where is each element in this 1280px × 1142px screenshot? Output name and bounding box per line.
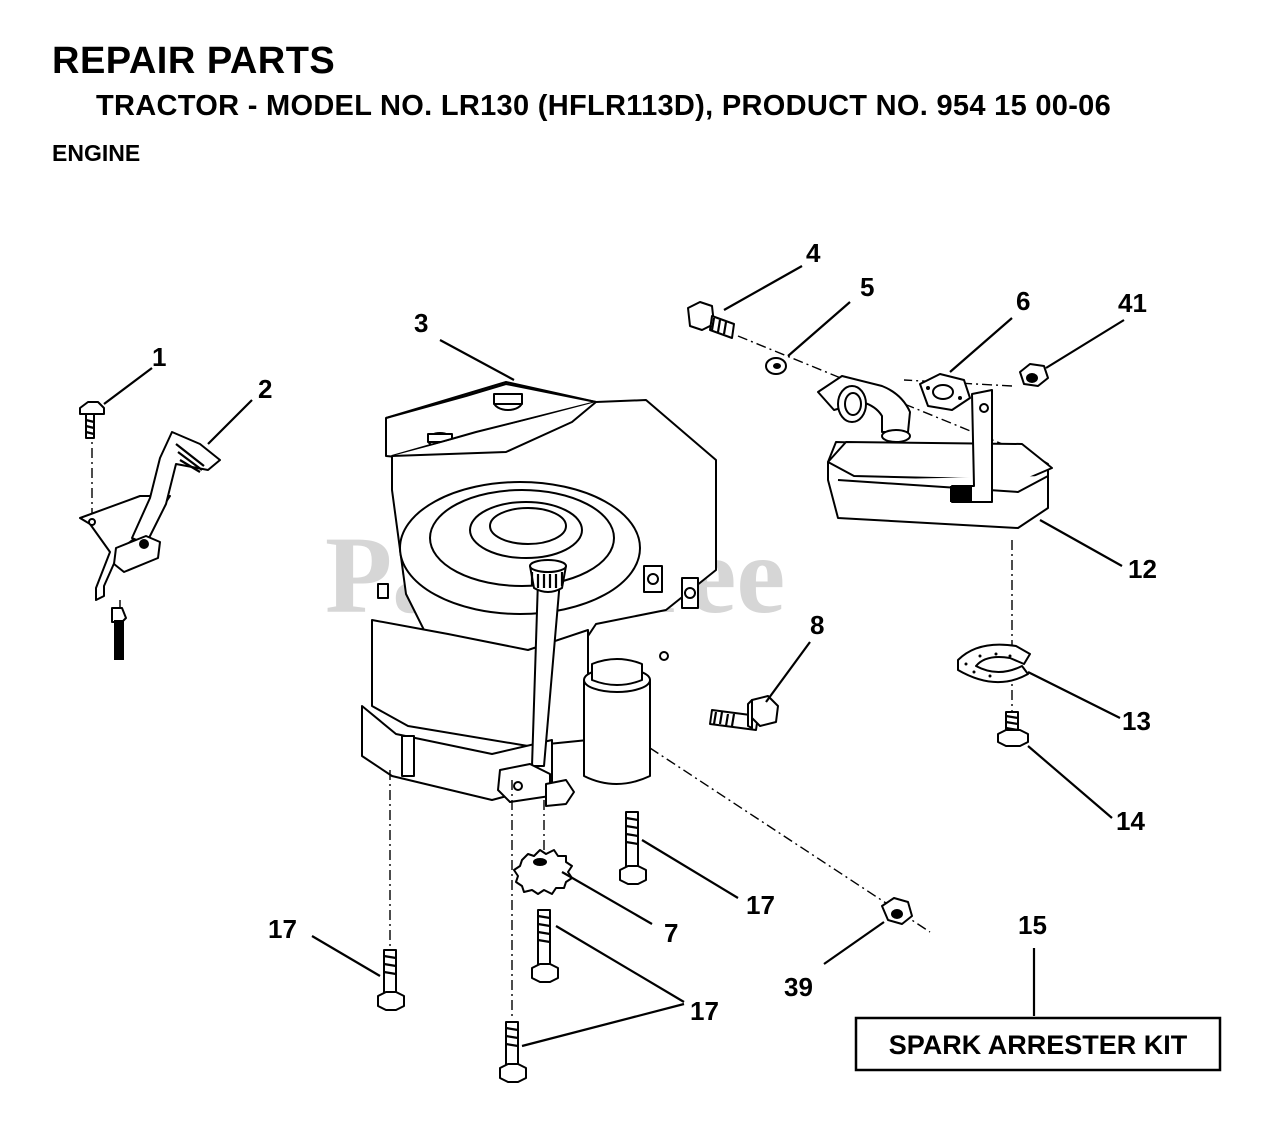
model-subtitle: TRACTOR - MODEL NO. LR130 (HFLR113D), PR… bbox=[96, 90, 1112, 122]
callout-17-bottom[interactable]: 17 bbox=[690, 996, 719, 1026]
section-label: ENGINE bbox=[52, 140, 141, 166]
engine-mount-bolts bbox=[377, 770, 647, 1083]
throttle-control-assembly bbox=[79, 401, 221, 660]
lock-washer-7 bbox=[513, 849, 573, 895]
callout-13[interactable]: 13 bbox=[1122, 706, 1151, 736]
callout-41[interactable]: 41 bbox=[1118, 288, 1147, 318]
callout-14[interactable]: 14 bbox=[1116, 806, 1145, 836]
callout-39[interactable]: 39 bbox=[784, 972, 813, 1002]
callout-7[interactable]: 7 bbox=[664, 918, 678, 948]
callout-3[interactable]: 3 bbox=[414, 308, 428, 338]
callout-6[interactable]: 6 bbox=[1016, 286, 1030, 316]
page-title: REPAIR PARTS bbox=[52, 40, 336, 82]
callout-12[interactable]: 12 bbox=[1128, 554, 1157, 584]
callout-2[interactable]: 2 bbox=[258, 374, 272, 404]
callout-17-filter[interactable]: 17 bbox=[746, 890, 775, 920]
spark-arrester-kit-box[interactable]: SPARK ARRESTER KIT bbox=[854, 1016, 1222, 1072]
bolt-8 bbox=[709, 695, 779, 731]
callout-15[interactable]: 15 bbox=[1018, 910, 1047, 940]
screw-14 bbox=[997, 711, 1029, 747]
callout-labels: 1 2 3 4 5 6 41 12 8 13 14 17 7 17 15 39 … bbox=[152, 238, 1157, 1026]
callout-1[interactable]: 1 bbox=[152, 342, 166, 372]
callout-17-left[interactable]: 17 bbox=[268, 914, 297, 944]
callout-5[interactable]: 5 bbox=[860, 272, 874, 302]
leader-lines bbox=[103, 265, 1125, 1048]
spark-arrester-screen bbox=[957, 643, 1031, 684]
engine-block bbox=[361, 381, 717, 807]
callout-8[interactable]: 8 bbox=[810, 610, 824, 640]
spark-arrester-kit-label: SPARK ARRESTER KIT bbox=[889, 1030, 1188, 1060]
nut-39 bbox=[881, 897, 913, 925]
callout-4[interactable]: 4 bbox=[806, 238, 821, 268]
muffler-assembly bbox=[649, 301, 1053, 933]
